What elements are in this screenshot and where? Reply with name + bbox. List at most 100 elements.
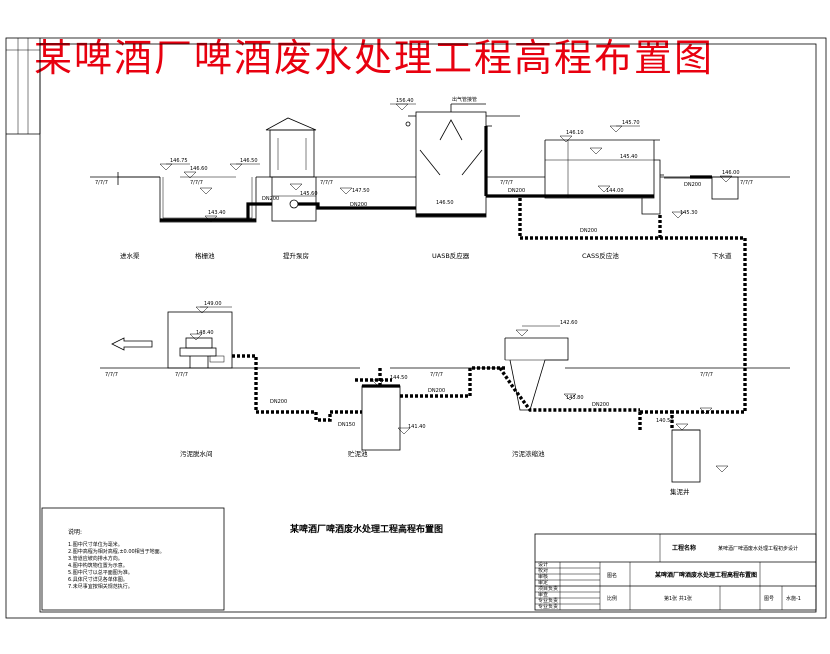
sludge-pipe-e <box>498 367 640 412</box>
svg-text:7/7/7: 7/7/7 <box>320 180 333 186</box>
note-line: 5.图中尺寸以总平面图为准。 <box>68 569 133 576</box>
station-collection: 集泥井 <box>670 487 690 496</box>
tb-row: 项目负责 <box>538 585 558 592</box>
pipe-label-7: DN200 <box>428 388 445 394</box>
svg-text:7/7/7: 7/7/7 <box>105 372 118 378</box>
note-line: 1.图中尺寸单位为毫米。 <box>68 541 123 548</box>
elev-20: 143.80 <box>566 395 584 401</box>
sludge-pipe-d <box>400 366 506 398</box>
elev-12: 144.00 <box>606 188 624 194</box>
elev-3: 146.50 <box>240 158 258 164</box>
pipe-label-9: DN150 <box>338 422 355 428</box>
note-line: 6.具体尺寸详见各单体图。 <box>68 576 128 583</box>
elev-5: 145.60 <box>300 191 318 197</box>
pipe-label-1: DN200 <box>262 196 279 202</box>
tb-project-name: 某啤酒厂啤酒废水处理工程初步设计 <box>718 545 798 552</box>
notes-box: 说明: 1.图中尺寸单位为毫米。 2.图中高程为相对高程,±0.00相当于地面。… <box>41 507 225 611</box>
svg-text:7/7/7: 7/7/7 <box>175 372 188 378</box>
notes-title: 说明: <box>68 528 82 536</box>
sewer-box <box>711 176 739 200</box>
elev-9: 146.10 <box>566 130 584 136</box>
station-cass: CASS反应池 <box>582 251 619 260</box>
tb-row: 设计 <box>538 561 548 568</box>
sludge-thickener <box>504 337 569 411</box>
sludge-pipe-c <box>232 354 316 414</box>
elev-6: 156.40 <box>396 98 414 104</box>
elev-8: 146.50 <box>436 200 454 206</box>
pipe-label-6: DN200 <box>270 399 287 405</box>
svg-text:7/7/7: 7/7/7 <box>190 180 203 186</box>
tb-project-label: 工程名称 <box>672 544 696 552</box>
outer-frame <box>5 37 827 619</box>
elev-19: 141.40 <box>408 424 426 430</box>
elev-10: 145.70 <box>622 120 640 126</box>
elev-18: 144.50 <box>390 375 408 381</box>
elevation-markers: 146.75 146.60 146.50 143.40 145.60 156.4… <box>159 96 740 473</box>
station-grating: 格栅池 <box>195 251 215 260</box>
pipe-label-8: DN200 <box>592 402 609 408</box>
tb-drawing-name: 某啤酒厂啤酒废水处理工程高程布置图 <box>655 571 757 579</box>
note-line: 4.图中构筑物位置为示意。 <box>68 562 128 569</box>
gas-pipe-note: 出气管接管 <box>452 96 477 103</box>
note-line: 2.图中高程为相对高程,±0.00相当于地面。 <box>68 548 165 555</box>
pipe-label-2: DN200 <box>350 202 367 208</box>
elev-1: 146.75 <box>170 158 188 164</box>
inner-frame <box>39 43 817 613</box>
elev-2: 146.60 <box>190 166 208 172</box>
inlet-channel <box>117 172 160 185</box>
grating-tank <box>159 176 257 223</box>
station-storage: 贮泥池 <box>348 449 368 458</box>
elev-17: 148.40 <box>196 330 214 336</box>
pipe-labels: DN200 DN200 DN200 DN200 DN200 DN200 DN20… <box>262 182 701 428</box>
tb-row: 校对 <box>538 567 548 574</box>
tb-row: 审定 <box>538 579 548 586</box>
elev-13: 146.00 <box>722 170 740 176</box>
sludge-dewatering-house <box>167 311 233 369</box>
tb-row: 审查 <box>538 591 548 598</box>
drawing-main-title: 某啤酒厂啤酒废水处理工程高程布置图 <box>34 36 715 80</box>
svg-text:7/7/7: 7/7/7 <box>700 372 713 378</box>
pipe-label-4: DN200 <box>580 228 597 234</box>
station-labels: 进水渠 格栅池 提升泵房 UASB反应器 CASS反应池 下水道 污泥脱水间 贮… <box>120 251 732 496</box>
station-pump: 提升泵房 <box>283 251 309 260</box>
elev-11: 145.40 <box>620 154 638 160</box>
tb-number: 水施-1 <box>786 595 801 602</box>
svg-text:7/7/7: 7/7/7 <box>500 180 513 186</box>
tb-drawing-label: 图名 <box>607 572 617 579</box>
tb-row: 专业负责 <box>538 597 558 604</box>
pipe-label-5: DN200 <box>684 182 701 188</box>
note-line: 3.管道应坡向排水方向。 <box>68 555 123 562</box>
station-dewatering: 污泥脱水间 <box>180 449 213 458</box>
station-thickener: 污泥浓缩池 <box>512 449 545 458</box>
svg-text:7/7/7: 7/7/7 <box>95 180 108 186</box>
elev-7: 147.50 <box>352 188 370 194</box>
pipe-label-3: DN200 <box>508 188 525 194</box>
title-block: 工程名称 某啤酒厂啤酒废水处理工程初步设计 图名 某啤酒厂啤酒废水处理工程高程布… <box>534 533 817 611</box>
note-line: 7.未尽事宜按相关规范执行。 <box>68 583 133 590</box>
tb-scale-label: 比例 <box>607 595 617 602</box>
svg-text:7/7/7: 7/7/7 <box>430 372 443 378</box>
elev-15: 142.60 <box>560 320 578 326</box>
sludge-pipe-a <box>518 198 662 240</box>
cass-reactor <box>544 139 664 215</box>
ground-line-lower: 7/7/7 7/7/7 7/7/7 7/7/7 <box>100 367 790 378</box>
tb-row: 专业负责 <box>538 603 558 610</box>
tb-row: 审核 <box>538 573 548 580</box>
tb-sheet: 第1张 共1张 <box>664 595 692 602</box>
sludge-collection-well <box>671 429 701 483</box>
drawing-subtitle: 某啤酒厂啤酒废水处理工程高程布置图 <box>290 523 443 535</box>
station-sewer: 下水道 <box>712 251 732 260</box>
sludge-pipe-b <box>660 236 747 430</box>
uasb-reactor <box>405 103 520 218</box>
sludge-storage-tank <box>361 384 401 451</box>
sludge-out-arrow <box>111 337 153 351</box>
elev-21: 140.50 <box>656 418 674 424</box>
elev-4: 143.40 <box>208 210 226 216</box>
elev-16: 149.00 <box>204 301 222 307</box>
station-uasb: UASB反应器 <box>432 251 470 260</box>
elev-14: 145.30 <box>680 210 698 216</box>
svg-text:7/7/7: 7/7/7 <box>740 180 753 186</box>
station-inlet: 进水渠 <box>120 251 140 260</box>
pump-house <box>265 117 317 222</box>
